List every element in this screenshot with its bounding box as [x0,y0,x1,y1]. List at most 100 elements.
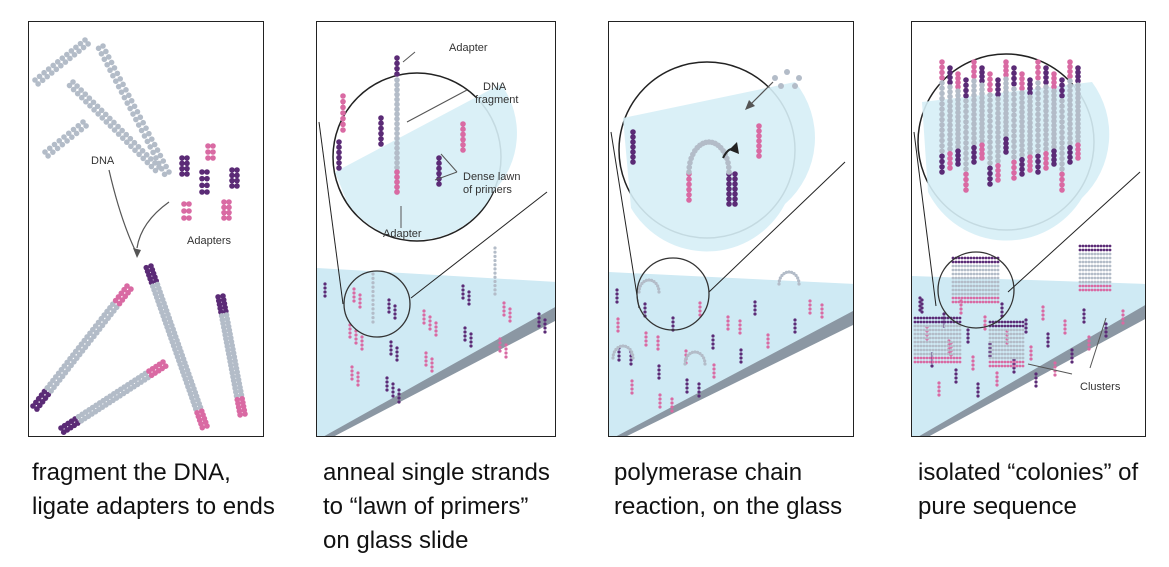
bead [993,284,997,288]
bead [937,320,941,324]
bead [725,164,732,171]
bead [1029,353,1033,357]
bead [323,282,327,286]
bead [919,344,923,348]
bead [611,356,615,360]
bead [1078,244,1082,248]
bead [952,352,956,356]
bead [979,120,985,127]
bead [1063,323,1067,327]
bead [630,139,636,145]
bead [940,324,944,328]
bead [947,108,953,114]
bead [1096,288,1100,292]
caption-line: anneal single strands [323,459,550,486]
bead [1099,264,1103,268]
bead [186,215,192,221]
bead [997,364,1001,368]
bead [1003,127,1009,134]
bead [995,96,1001,102]
bead [793,330,797,334]
bead [937,316,941,320]
bead [210,149,216,155]
bead [939,74,945,81]
bead [925,316,929,320]
bead [112,78,119,84]
bead [959,311,963,315]
bead [629,358,633,362]
bead [1011,154,1017,160]
bead [68,48,75,54]
bead [1051,84,1057,90]
bead [358,301,362,305]
bead [949,332,953,336]
bead [1021,360,1025,364]
bead [1021,364,1025,368]
bead [797,279,801,283]
bead [1043,98,1049,105]
bead [1078,256,1082,260]
bead [766,337,770,341]
bead [724,155,730,162]
bead [955,324,959,328]
bead [990,300,994,304]
bead [611,353,615,357]
bead [726,315,730,319]
bead [1006,332,1010,336]
bead [1075,108,1081,114]
bead [996,292,1000,296]
bead [543,326,547,330]
bead [1000,336,1004,340]
bead [1027,167,1033,173]
bead [1011,91,1017,97]
bead [993,272,997,276]
bead [957,272,961,276]
bead [946,340,950,344]
bead [1081,268,1085,272]
bead [504,343,508,347]
bead [1051,135,1057,142]
bead [947,74,953,81]
bead [939,127,945,133]
caption-panel-4: isolated “colonies” of pure sequence [918,456,1138,524]
bead [1003,149,1009,155]
bead [644,335,648,339]
bead [100,43,106,49]
bead [1051,88,1057,94]
bead [371,316,375,320]
bead [1019,109,1025,115]
bead [132,147,138,154]
bead [979,146,985,153]
bead [995,134,1001,140]
bead [983,315,987,319]
bead [971,92,977,99]
bead [1009,352,1013,356]
bead [928,332,932,336]
bead [434,325,438,329]
bead [793,322,797,326]
bead [984,288,988,292]
caption-panel-2: anneal single strands to “lawn of primer… [323,456,550,558]
bead [820,303,824,307]
bead [64,51,70,58]
bead [971,355,975,359]
bead [1015,356,1019,360]
bead [940,336,944,340]
bead [979,116,985,123]
bead [955,352,959,356]
bead [1105,284,1109,288]
bead [1067,68,1073,75]
bead [937,336,941,340]
bead [979,95,985,101]
bead [947,65,953,71]
bead [1102,248,1106,252]
bead [979,129,985,136]
bead [493,275,497,279]
adapters-label: Adapters [187,235,232,247]
bead [128,143,134,150]
bead [157,152,164,159]
bead [966,288,970,292]
bead [371,311,375,315]
bead [988,348,992,352]
bead [753,308,757,312]
